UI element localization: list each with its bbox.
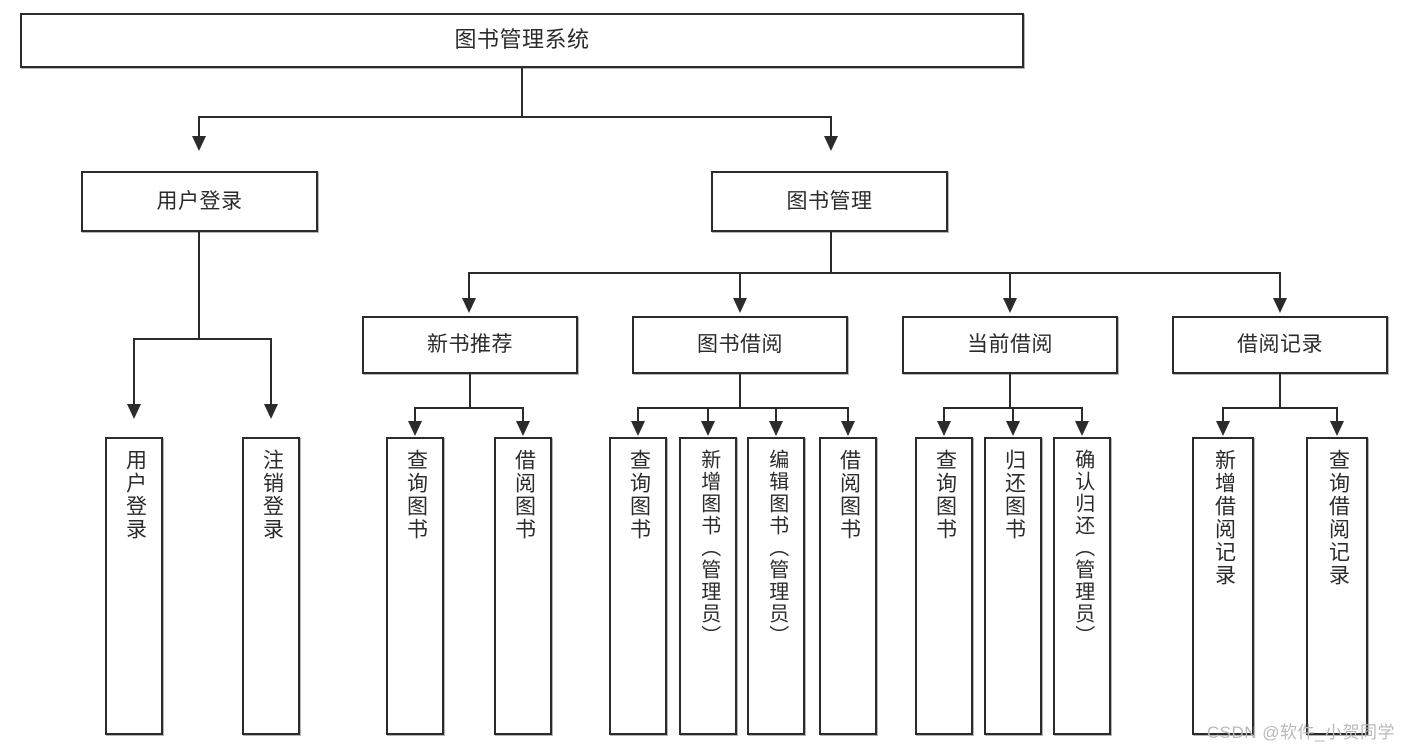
node-borrow-record[interactable]: 借阅记录 bbox=[1172, 316, 1388, 374]
node-root-system[interactable]: 图书管理系统 bbox=[20, 13, 1024, 68]
arrowhead-leaf-query-book-2 bbox=[631, 421, 645, 436]
node-label: 新增借阅记录 bbox=[1212, 449, 1236, 587]
arrowhead-leaf-add-book bbox=[701, 421, 715, 436]
node-leaf-query-book-2[interactable]: 查询图书 bbox=[609, 437, 667, 735]
connector-drop-user-login bbox=[198, 116, 200, 139]
connector-borrow-record-drop-1 bbox=[1222, 407, 1224, 423]
node-label: 查询图书 bbox=[404, 449, 428, 541]
connector-new-book-drop-2 bbox=[522, 407, 524, 423]
node-leaf-user-login[interactable]: 用户登录 bbox=[105, 437, 163, 735]
connector-book-borrow-drop-1 bbox=[637, 407, 639, 423]
arrowhead-leaf-confirm-return bbox=[1075, 421, 1089, 436]
node-leaf-borrow-book-2[interactable]: 借阅图书 bbox=[819, 437, 877, 735]
node-current-borrow[interactable]: 当前借阅 bbox=[902, 316, 1118, 374]
connector-l3-drop-3 bbox=[1009, 272, 1011, 300]
connector-root-stem bbox=[521, 68, 523, 117]
connector-book-borrow-drop-3 bbox=[775, 407, 777, 423]
node-leaf-add-book[interactable]: 新增图书（管理员） bbox=[679, 437, 737, 735]
connector-current-borrow-drop-2 bbox=[1012, 407, 1014, 423]
connector-user-login-stem bbox=[198, 232, 200, 340]
arrowhead-leaf-query-record bbox=[1330, 421, 1344, 436]
arrowhead-book-borrow bbox=[733, 298, 747, 313]
arrowhead-leaf-return-book bbox=[1006, 421, 1020, 436]
arrowhead-new-book-recommend bbox=[462, 298, 476, 313]
connector-book-borrow-drop-2 bbox=[707, 407, 709, 423]
arrowhead-leaf-query-book-3 bbox=[937, 421, 951, 436]
node-label: 确认归还（管理员） bbox=[1071, 449, 1094, 647]
arrowhead-leaf-user-login bbox=[127, 404, 141, 419]
node-leaf-edit-book[interactable]: 编辑图书（管理员） bbox=[747, 437, 805, 735]
node-leaf-borrow-book-1[interactable]: 借阅图书 bbox=[494, 437, 552, 735]
node-label: 图书管理系统 bbox=[454, 27, 590, 53]
node-label: 借阅图书 bbox=[512, 449, 536, 541]
node-user-login[interactable]: 用户登录 bbox=[81, 171, 318, 232]
node-leaf-add-record[interactable]: 新增借阅记录 bbox=[1192, 437, 1254, 735]
arrowhead-borrow-record bbox=[1273, 298, 1287, 313]
arrowhead-leaf-edit-book bbox=[769, 421, 783, 436]
node-leaf-query-book-1[interactable]: 查询图书 bbox=[386, 437, 444, 735]
connector-book-borrow-stem bbox=[739, 374, 741, 409]
arrowhead-leaf-borrow-book-2 bbox=[841, 421, 855, 436]
connector-borrow-record-bus bbox=[1222, 407, 1338, 409]
node-label: 用户登录 bbox=[123, 449, 147, 541]
node-label: 新书推荐 bbox=[427, 333, 513, 357]
node-leaf-query-record[interactable]: 查询借阅记录 bbox=[1306, 437, 1368, 735]
connector-current-borrow-stem bbox=[1009, 374, 1011, 409]
node-leaf-confirm-return[interactable]: 确认归还（管理员） bbox=[1053, 437, 1111, 735]
node-label: 新增图书（管理员） bbox=[697, 449, 720, 647]
node-label: 注销登录 bbox=[260, 449, 284, 541]
node-book-manage[interactable]: 图书管理 bbox=[711, 171, 948, 232]
node-label: 编辑图书（管理员） bbox=[765, 449, 788, 647]
connector-book-manage-bus bbox=[468, 272, 1280, 274]
node-label: 查询图书 bbox=[933, 449, 957, 541]
node-label: 查询借阅记录 bbox=[1326, 449, 1350, 587]
connector-new-book-stem bbox=[469, 374, 471, 409]
node-label: 图书管理 bbox=[786, 189, 873, 213]
connector-current-borrow-drop-3 bbox=[1081, 407, 1083, 423]
arrowhead-current-borrow bbox=[1003, 298, 1017, 313]
connector-current-borrow-drop-1 bbox=[943, 407, 945, 423]
node-leaf-return-book[interactable]: 归还图书 bbox=[984, 437, 1042, 735]
node-label: 图书借阅 bbox=[697, 333, 783, 357]
node-label: 借阅记录 bbox=[1237, 333, 1323, 357]
connector-book-borrow-drop-4 bbox=[847, 407, 849, 423]
connector-l3-drop-1 bbox=[468, 272, 470, 300]
node-book-borrow[interactable]: 图书借阅 bbox=[632, 316, 848, 374]
arrowhead-leaf-add-record bbox=[1216, 421, 1230, 436]
connector-user-login-drop-1 bbox=[133, 338, 135, 406]
connector-book-borrow-bus bbox=[637, 407, 849, 409]
node-label: 归还图书 bbox=[1002, 449, 1026, 541]
connector-new-book-drop-1 bbox=[414, 407, 416, 423]
node-label: 查询图书 bbox=[627, 449, 651, 541]
connector-borrow-record-drop-2 bbox=[1336, 407, 1338, 423]
node-label: 借阅图书 bbox=[837, 449, 861, 541]
node-new-book-recommend[interactable]: 新书推荐 bbox=[362, 316, 578, 374]
connector-l3-drop-4 bbox=[1279, 272, 1281, 300]
connector-drop-book-manage bbox=[830, 116, 832, 139]
arrowhead-leaf-user-logout bbox=[264, 404, 278, 419]
arrowhead-leaf-borrow-book-1 bbox=[516, 421, 530, 436]
connector-new-book-bus bbox=[414, 407, 524, 409]
arrowhead-book-manage bbox=[824, 136, 838, 151]
node-label: 当前借阅 bbox=[967, 333, 1053, 357]
node-label: 用户登录 bbox=[156, 189, 243, 213]
connector-user-login-bus bbox=[133, 338, 272, 340]
connector-borrow-record-stem bbox=[1279, 374, 1281, 409]
arrowhead-user-login bbox=[192, 136, 206, 151]
node-leaf-user-logout[interactable]: 注销登录 bbox=[242, 437, 300, 735]
connector-user-login-drop-2 bbox=[270, 338, 272, 406]
connector-root-bus bbox=[198, 116, 832, 118]
arrowhead-leaf-query-book-1 bbox=[408, 421, 422, 436]
node-leaf-query-book-3[interactable]: 查询图书 bbox=[915, 437, 973, 735]
connector-book-manage-stem bbox=[830, 232, 832, 274]
connector-l3-drop-2 bbox=[739, 272, 741, 300]
